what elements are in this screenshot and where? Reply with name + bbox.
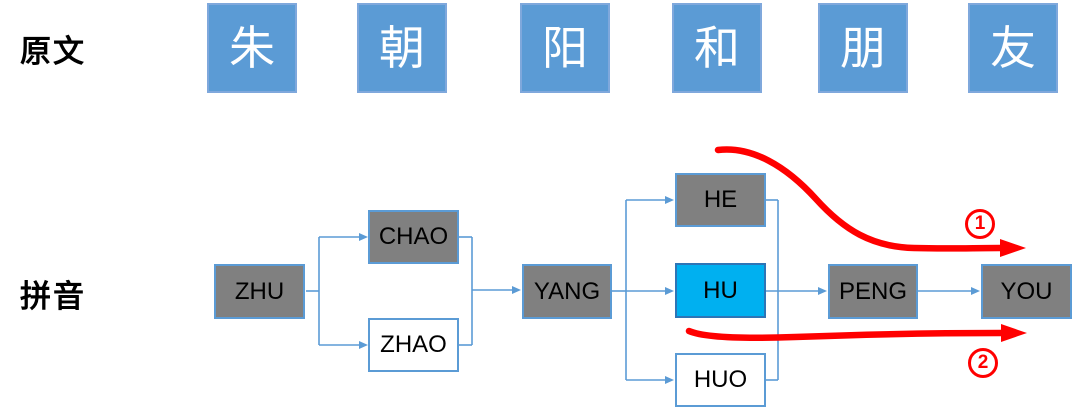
hanzi-box-you: 友 (968, 3, 1058, 93)
pinyin-node-yang: YANG (522, 264, 612, 319)
hanzi-box-he: 和 (672, 3, 762, 93)
pinyin-node-he: HE (675, 173, 766, 227)
hanzi-box-zhu: 朱 (207, 3, 297, 93)
circled-number-2-annotation: 2 (968, 348, 998, 378)
pinyin-node-zhao: ZHAO (368, 318, 459, 372)
pinyin-row-label: 拼音 (20, 279, 86, 314)
pinyin-node-hu-highlighted: HU (675, 263, 766, 318)
circled-number-1-annotation: 1 (965, 209, 995, 239)
pinyin-node-you: YOU (981, 264, 1072, 319)
pinyin-node-huo: HUO (675, 353, 766, 407)
hanzi-box-chao: 朝 (357, 3, 447, 93)
hanzi-box-peng: 朋 (818, 3, 908, 93)
pinyin-node-chao: CHAO (368, 210, 459, 264)
pinyin-node-peng: PENG (828, 264, 918, 319)
pinyin-node-zhu: ZHU (214, 264, 305, 319)
original-text-row-label: 原文 (20, 34, 86, 69)
red-arrow-2 (685, 324, 1027, 342)
hanzi-box-yang: 阳 (520, 3, 610, 93)
